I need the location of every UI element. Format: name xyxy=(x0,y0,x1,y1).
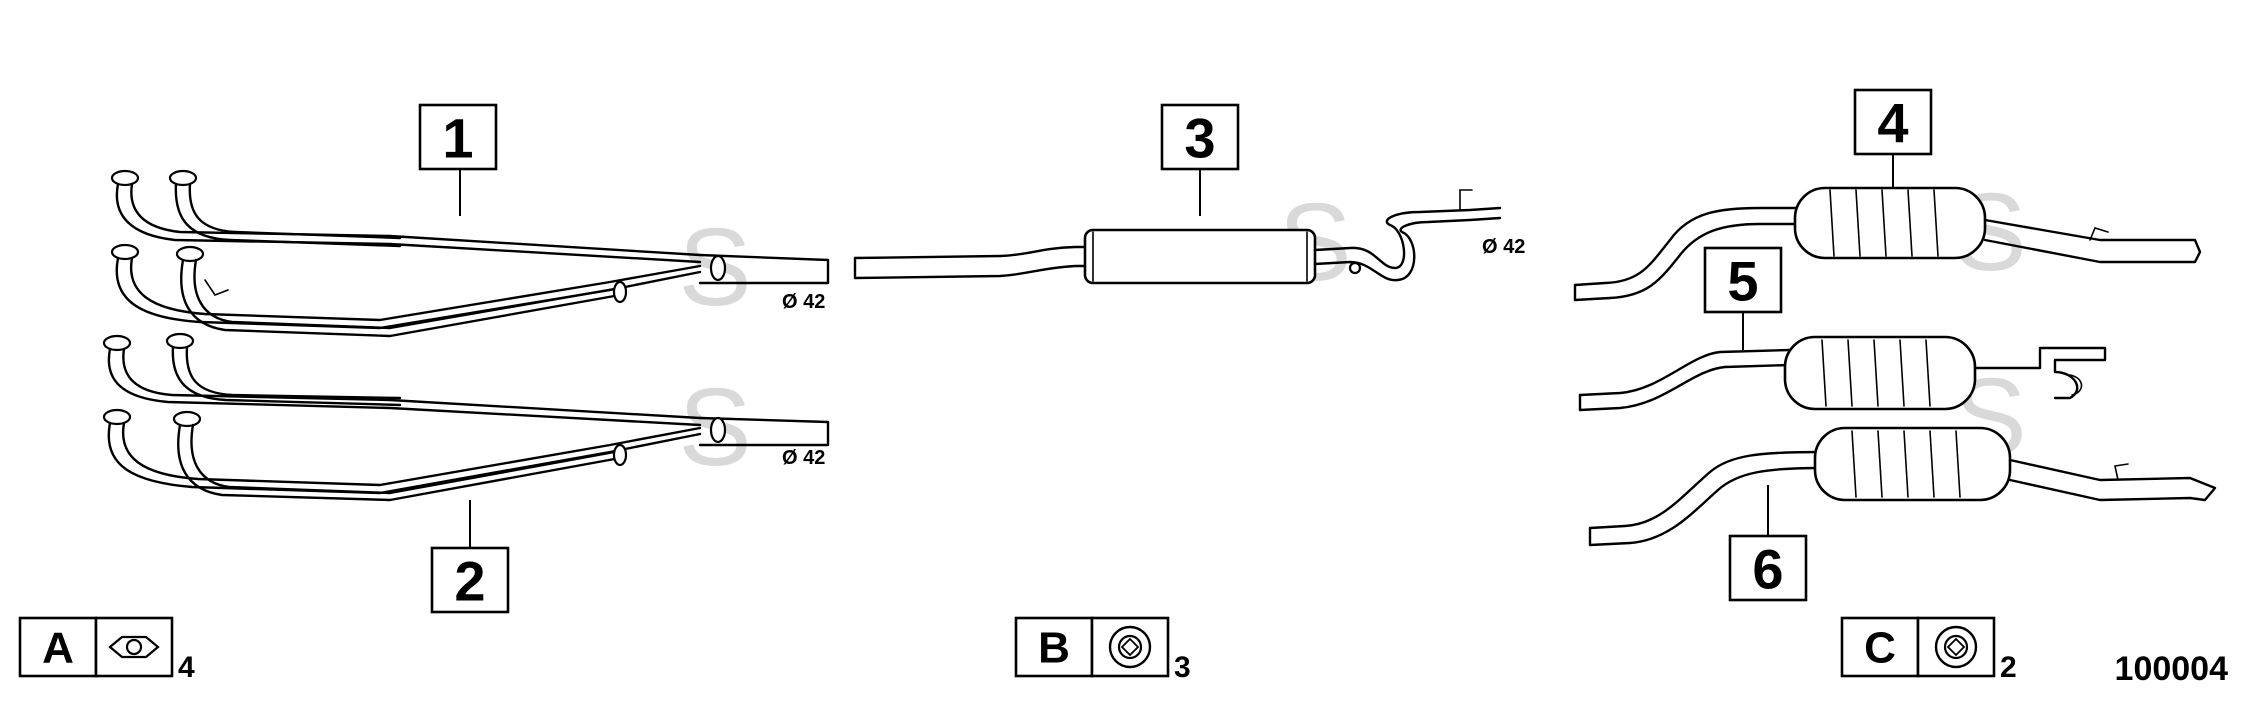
rear-silencer-6-body xyxy=(1813,426,2012,502)
legend-c: C 2 xyxy=(1840,616,2017,684)
legend-a: A 4 xyxy=(18,616,195,684)
diameter-label-3: Ø 42 xyxy=(1482,236,1525,258)
part-1-header-pipes xyxy=(110,169,830,338)
diameter-label-1: Ø 42 xyxy=(782,291,825,313)
diameter-label-2: Ø 42 xyxy=(782,447,825,469)
legend-b: B 3 xyxy=(1014,616,1191,684)
part-2-header-pipes xyxy=(102,332,830,502)
svg-text:C: C xyxy=(1864,624,1896,673)
rear-silencer-5-body xyxy=(1783,335,1977,411)
callout-5: 5 xyxy=(1703,246,1783,350)
front-silencer-body xyxy=(1083,228,1317,285)
callout-3: 3 xyxy=(1160,103,1240,216)
part-5-rear-silencer xyxy=(1578,335,2107,412)
svg-text:2: 2 xyxy=(2000,651,2017,684)
svg-text:A: A xyxy=(42,624,74,673)
rear-silencer-4-body xyxy=(1793,186,1987,260)
ring-gasket-icon xyxy=(1108,625,1152,669)
svg-text:3: 3 xyxy=(1184,107,1215,170)
svg-text:4: 4 xyxy=(178,651,195,684)
svg-text:3: 3 xyxy=(1174,651,1191,684)
svg-text:B: B xyxy=(1038,624,1070,673)
callout-2: 2 xyxy=(430,500,510,614)
callout-4: 4 xyxy=(1853,88,1933,188)
ring-gasket-icon xyxy=(1934,625,1978,669)
svg-text:5: 5 xyxy=(1727,250,1758,313)
reference-number: 100004 xyxy=(2115,650,2229,688)
callout-1: 1 xyxy=(418,103,498,216)
svg-text:6: 6 xyxy=(1752,538,1783,601)
part-6-rear-silencer xyxy=(1588,426,2217,547)
svg-text:1: 1 xyxy=(442,107,473,170)
part-4-rear-silencer xyxy=(1573,186,2202,302)
part-3-front-silencer xyxy=(853,189,1502,285)
callout-6: 6 xyxy=(1728,485,1808,602)
gasket-flange-icon xyxy=(108,635,160,659)
svg-text:4: 4 xyxy=(1877,92,1908,155)
svg-text:2: 2 xyxy=(454,550,485,613)
